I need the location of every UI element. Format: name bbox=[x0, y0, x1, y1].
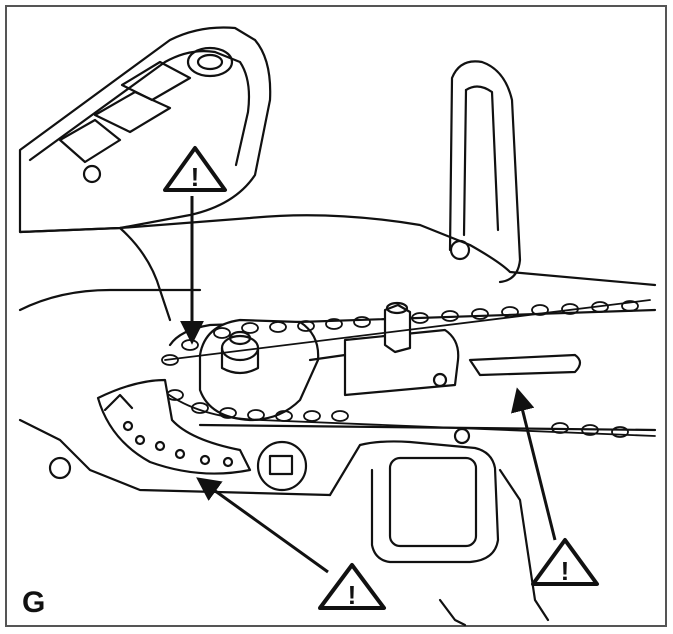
chain-tension-dial bbox=[256, 440, 308, 492]
warning-triangle-icon: ! bbox=[531, 538, 599, 586]
warning-glyph: ! bbox=[191, 162, 200, 192]
warning-triangle-icon: ! bbox=[163, 146, 227, 192]
warning-glyph: ! bbox=[561, 556, 570, 586]
warning-glyph: ! bbox=[348, 580, 357, 610]
saw-chain-bottom bbox=[164, 389, 656, 438]
warning-triangle-icon: ! bbox=[318, 563, 386, 610]
chain-catcher-plate bbox=[96, 378, 252, 475]
rear-handle bbox=[448, 60, 522, 284]
figure-letter: G bbox=[22, 586, 46, 619]
bar-plate bbox=[308, 301, 460, 397]
saw-body bbox=[18, 214, 657, 627]
arrow-icon bbox=[511, 387, 557, 541]
saw-chain-top bbox=[161, 299, 651, 366]
arrow-icon bbox=[196, 477, 329, 574]
pointer-arrows bbox=[180, 196, 557, 574]
warning-markers: ! ! ! bbox=[163, 146, 599, 610]
